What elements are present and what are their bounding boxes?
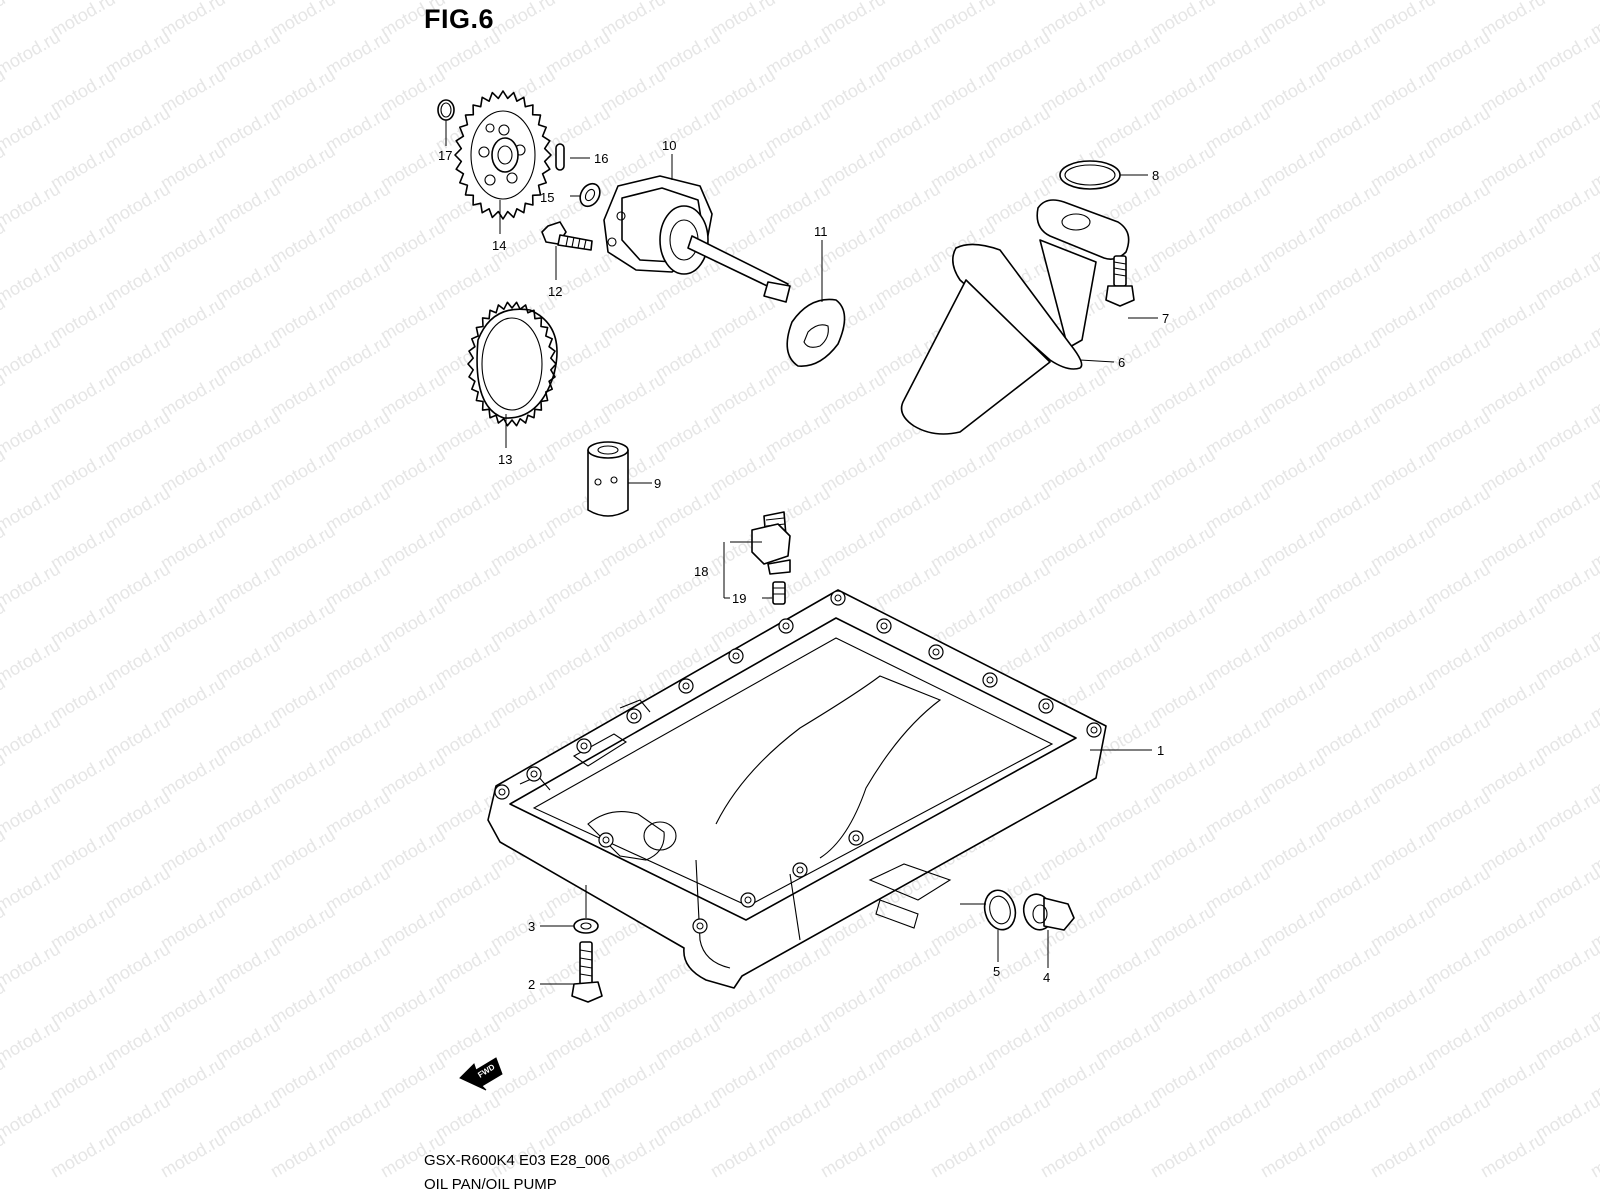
model-code: GSX-R600K4 E03 E28_006 (424, 1152, 610, 1169)
bolt-boss (678, 678, 694, 694)
bolt-boss (494, 784, 510, 800)
callout-labels: 17 14 16 15 12 10 11 8 7 6 13 9 18 19 1 … (438, 138, 1169, 992)
bolt-hole (834, 594, 842, 602)
callout-8: 8 (1152, 168, 1159, 183)
callout-17: 17 (438, 148, 452, 163)
callout-3: 3 (528, 919, 535, 934)
screw-part (772, 581, 786, 605)
bolt-boss (1086, 722, 1102, 738)
oil-pressure-switch-part (751, 511, 791, 575)
bolt-part (541, 221, 593, 251)
oil-strainer-part (900, 199, 1130, 435)
callout-14: 14 (492, 238, 506, 253)
bolt-hole (744, 896, 752, 904)
bolt-part (1105, 255, 1135, 307)
callout-5: 5 (993, 964, 1000, 979)
callout-13: 13 (498, 452, 512, 467)
plate-part (786, 298, 846, 367)
bolt-hole (530, 770, 538, 778)
figure-caption: OIL PAN/OIL PUMP (424, 1176, 557, 1193)
bolt-hole (602, 836, 610, 844)
washer-part (573, 918, 599, 934)
bolt-part (571, 941, 603, 1003)
oil-pan-bolt-bosses (494, 590, 1102, 934)
pin-part (555, 143, 565, 171)
bolt-hole (852, 834, 860, 842)
sprocket-part (454, 90, 552, 220)
bolt-boss (848, 830, 864, 846)
bolt-boss (1038, 698, 1054, 714)
bolt-boss (830, 590, 846, 606)
bolt-hole (1090, 726, 1098, 734)
callout-12: 12 (548, 284, 562, 299)
circlip-part (437, 99, 455, 121)
callout-15: 15 (540, 190, 554, 205)
bolt-hole (1042, 702, 1050, 710)
o-ring-part (1059, 160, 1121, 190)
oil-pan-part (487, 589, 1107, 989)
bolt-boss (740, 892, 756, 908)
bolt-boss (778, 618, 794, 634)
pipe-part (587, 441, 629, 517)
bolt-hole (986, 676, 994, 684)
bolt-hole (696, 922, 704, 930)
forward-direction-arrow-icon: FWD (459, 1057, 503, 1091)
bolt-hole (498, 788, 506, 796)
bolt-boss (576, 738, 592, 754)
oil-pump-part (603, 175, 791, 303)
callout-10: 10 (662, 138, 676, 153)
callout-9: 9 (654, 476, 661, 491)
bolt-hole (580, 742, 588, 750)
bolt-boss (792, 862, 808, 878)
bolt-hole (796, 866, 804, 874)
bolt-boss (928, 644, 944, 660)
callout-19: 19 (732, 591, 746, 606)
callout-11: 11 (814, 224, 828, 239)
washer-part (579, 182, 601, 208)
bolt-hole (732, 652, 740, 660)
figure-title: FIG.6 (424, 4, 495, 34)
bolt-boss (876, 618, 892, 634)
callout-2: 2 (528, 977, 535, 992)
bolt-hole (880, 622, 888, 630)
drain-plug-part (1022, 893, 1075, 931)
callout-leader-lines (445, 120, 1158, 985)
bolt-hole (932, 648, 940, 656)
callout-1: 1 (1157, 743, 1164, 758)
bolt-boss (728, 648, 744, 664)
bolt-boss (982, 672, 998, 688)
bolt-hole (682, 682, 690, 690)
gear-ring-part (467, 301, 558, 427)
bolt-boss (626, 708, 642, 724)
callout-6: 6 (1118, 355, 1125, 370)
callout-18: 18 (694, 564, 708, 579)
callout-7: 7 (1162, 311, 1169, 326)
callout-4: 4 (1043, 970, 1050, 985)
bolt-boss (692, 918, 708, 934)
callout-16: 16 (594, 151, 608, 166)
bolt-hole (782, 622, 790, 630)
gasket-part (983, 889, 1017, 931)
bolt-hole (630, 712, 638, 720)
bolt-boss (598, 832, 614, 848)
bolt-boss (526, 766, 542, 782)
